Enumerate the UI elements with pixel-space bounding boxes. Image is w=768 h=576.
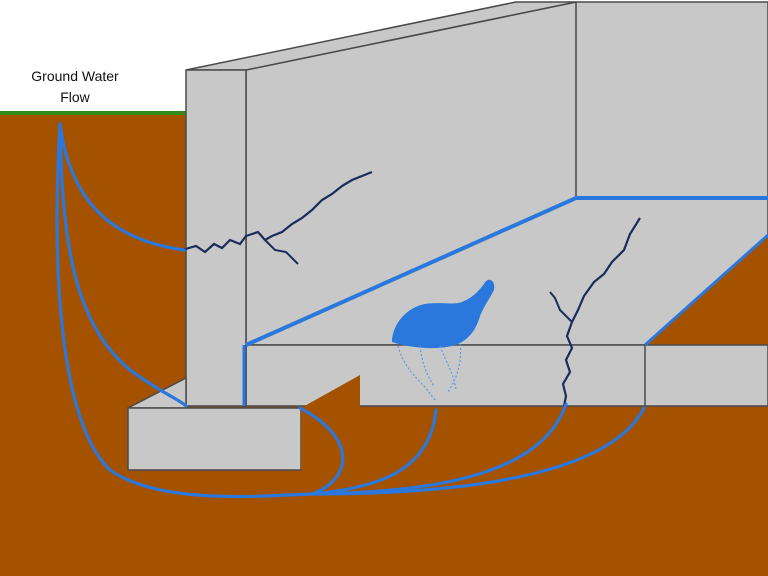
seepage-lines: [397, 343, 462, 401]
footing-front: [127, 407, 302, 471]
water-puddle: [392, 279, 495, 349]
grass-line: [0, 111, 186, 115]
joint-water-line: [245, 196, 768, 347]
groundwater-paths: [55, 122, 646, 499]
wall-crack: [181, 170, 373, 254]
floor-crack: [561, 217, 641, 407]
footing-side: [301, 375, 360, 470]
wall-crack-branch: [264, 239, 299, 265]
label-line-1: Ground Water: [31, 68, 119, 84]
label-line-2: Flow: [60, 89, 90, 105]
floor-crack-branch: [549, 291, 573, 323]
wall-side: [185, 69, 247, 407]
ground-water-flow-label: Ground Water Flow: [10, 66, 140, 108]
slab-joint-water: [644, 233, 768, 347]
